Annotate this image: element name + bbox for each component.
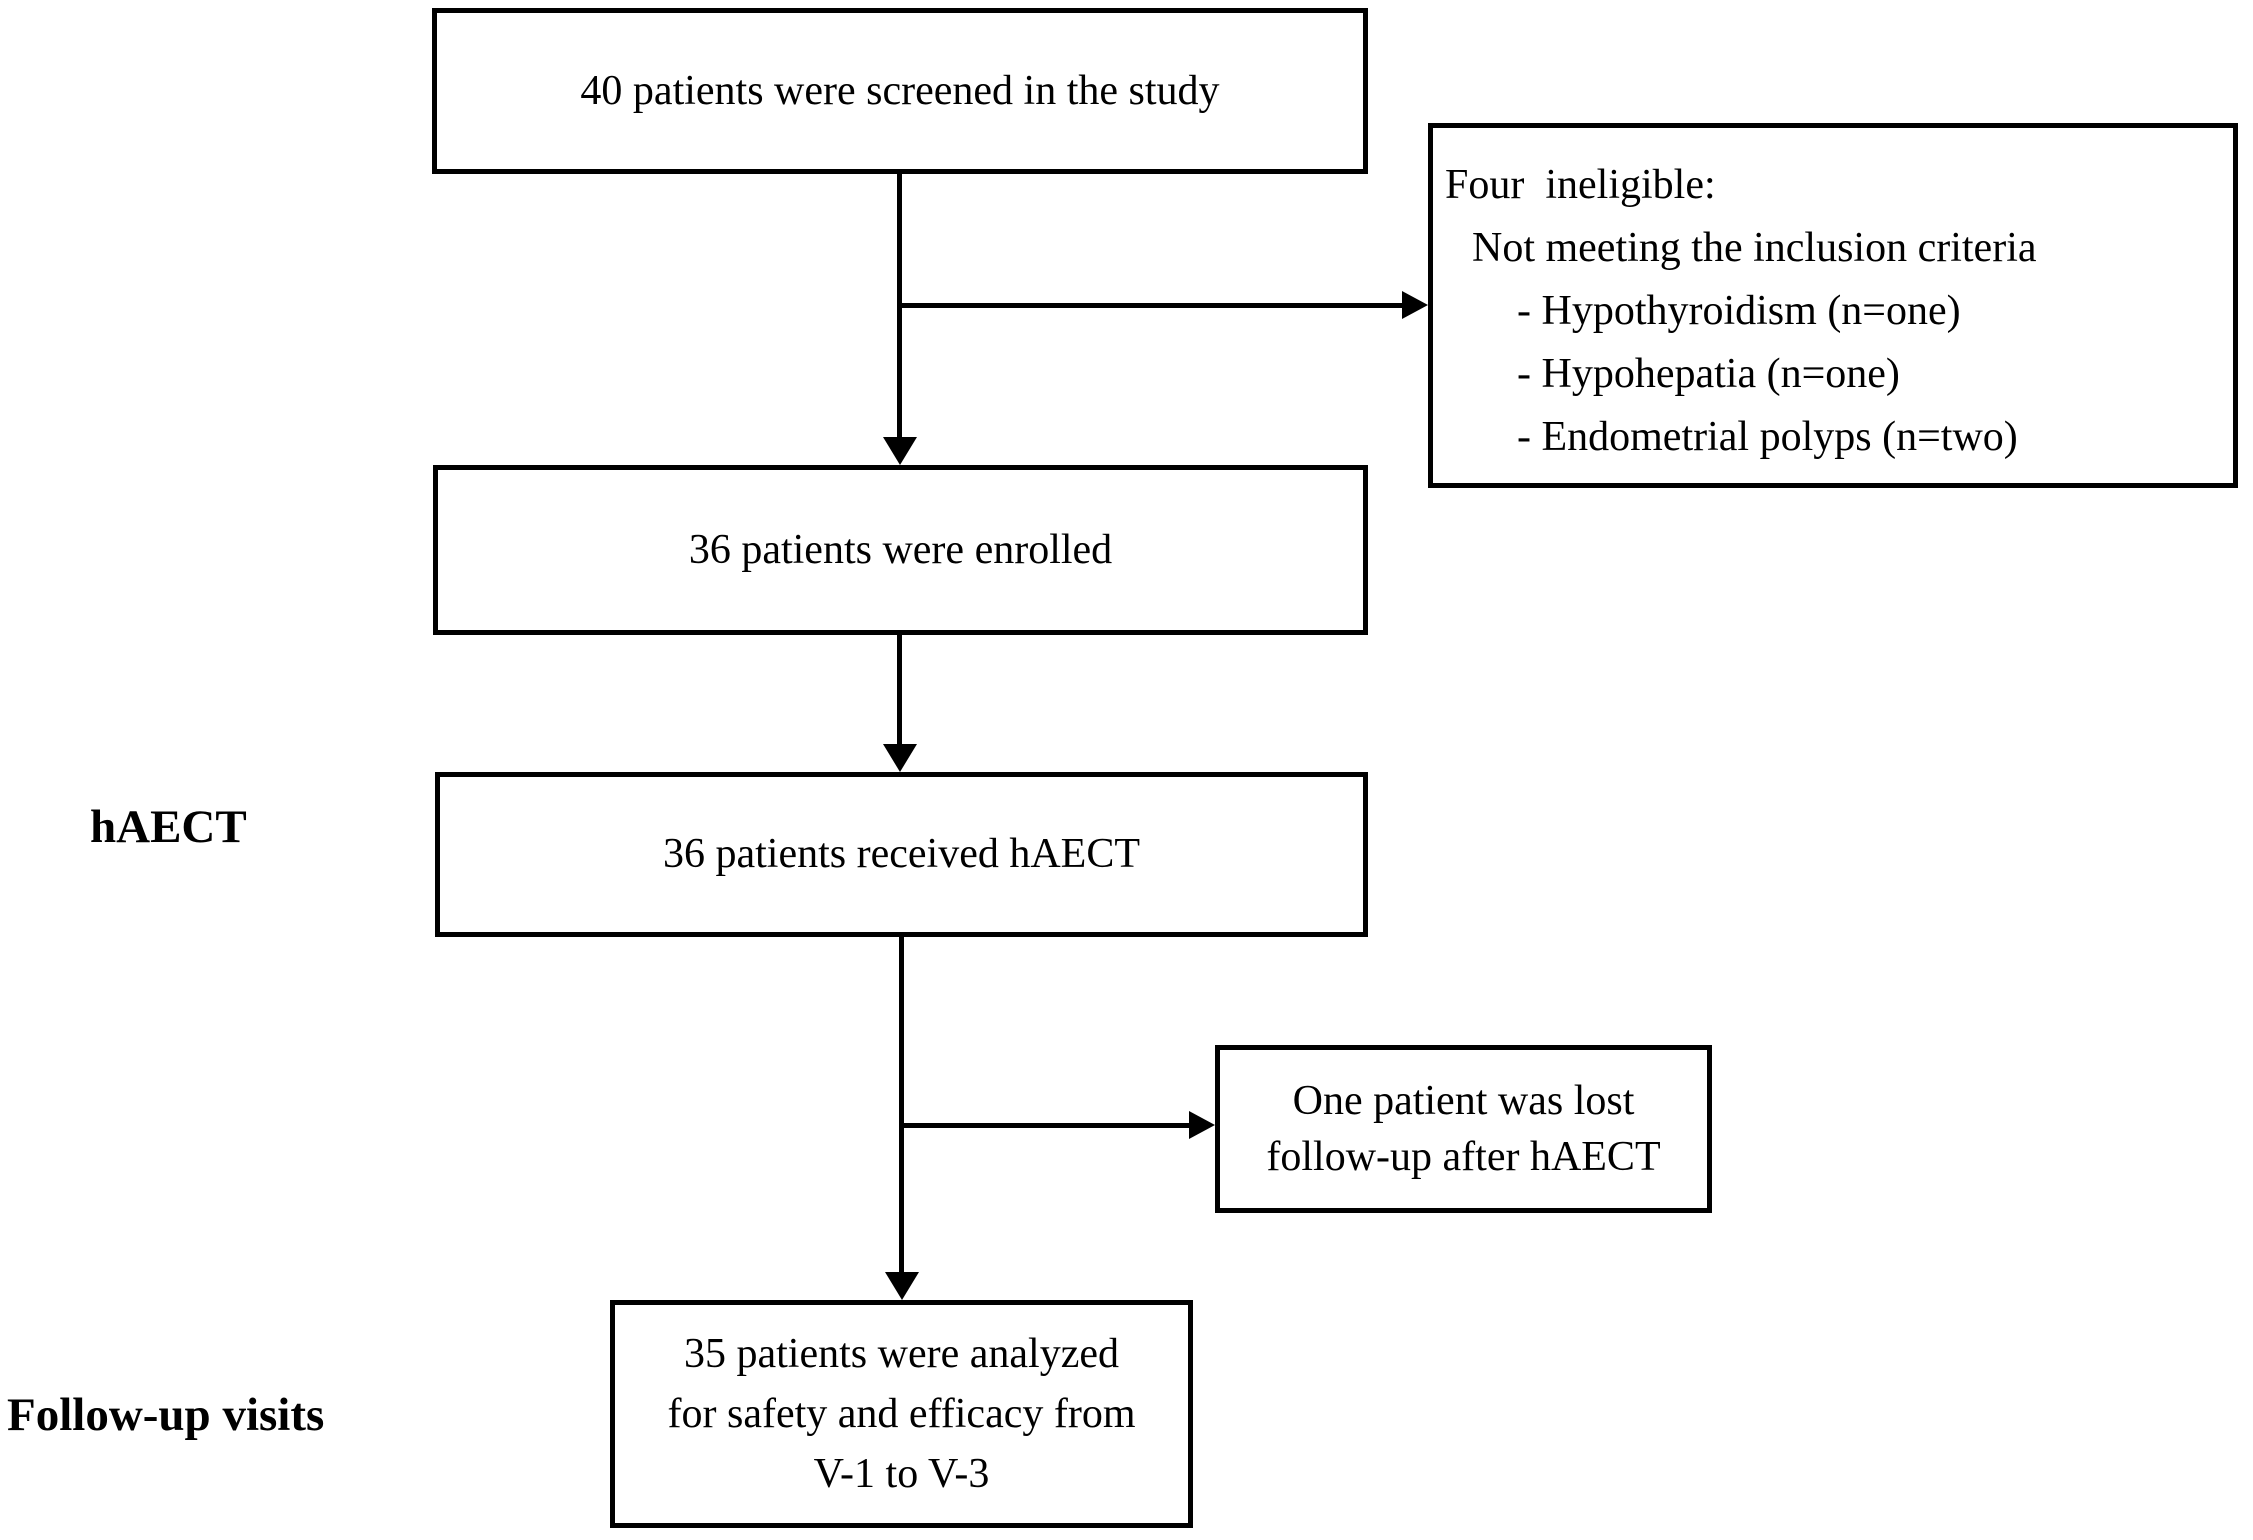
node-lost: One patient was lost follow-up after hAE… xyxy=(1215,1045,1712,1213)
node-ineligible-line-1: Four ineligible: xyxy=(1445,162,1716,208)
node-lost-line-2: follow-up after hAECT xyxy=(1266,1134,1661,1180)
side-label-followup: Follow-up visits xyxy=(7,1389,325,1441)
connector-screened-to-ineligible-arrowhead-icon xyxy=(1402,291,1428,319)
node-lost-line-1: One patient was lost xyxy=(1292,1078,1635,1124)
node-screened-text: 40 patients were screened in the study xyxy=(580,67,1220,114)
connector-received-to-analyzed-arrowhead-icon xyxy=(885,1272,919,1300)
connector-enrolled-to-received-line xyxy=(897,635,902,747)
connector-screened-to-ineligible-line xyxy=(899,303,1402,308)
connector-screened-to-enrolled-arrowhead-icon xyxy=(883,437,917,465)
connector-received-to-analyzed-line xyxy=(899,937,904,1274)
connector-received-to-lost-arrowhead-icon xyxy=(1189,1111,1215,1139)
node-ineligible-line-5: - Endometrial polyps (n=two) xyxy=(1517,414,2018,460)
node-analyzed-line-2: for safety and efficacy from xyxy=(667,1391,1136,1437)
node-enrolled: 36 patients were enrolled xyxy=(433,465,1368,635)
node-analyzed-line-3: V-1 to V-3 xyxy=(813,1451,990,1497)
node-received: 36 patients received hAECT xyxy=(435,772,1368,937)
node-analyzed: 35 patients were analyzed for safety and… xyxy=(610,1300,1193,1528)
node-screened: 40 patients were screened in the study xyxy=(432,8,1368,174)
node-analyzed-line-1: 35 patients were analyzed xyxy=(684,1331,1119,1377)
node-ineligible-line-3: - Hypothyroidism (n=one) xyxy=(1517,288,1961,334)
connector-enrolled-to-received-arrowhead-icon xyxy=(883,744,917,772)
connector-received-to-lost-line xyxy=(901,1123,1190,1128)
node-ineligible: Four ineligible: Not meeting the inclusi… xyxy=(1428,123,2238,488)
node-ineligible-line-4: - Hypohepatia (n=one) xyxy=(1517,351,1900,397)
side-label-haect: hAECT xyxy=(90,801,247,853)
node-ineligible-line-2: Not meeting the inclusion criteria xyxy=(1472,225,2037,271)
node-received-text: 36 patients received hAECT xyxy=(662,831,1140,878)
node-enrolled-text: 36 patients were enrolled xyxy=(688,526,1113,573)
